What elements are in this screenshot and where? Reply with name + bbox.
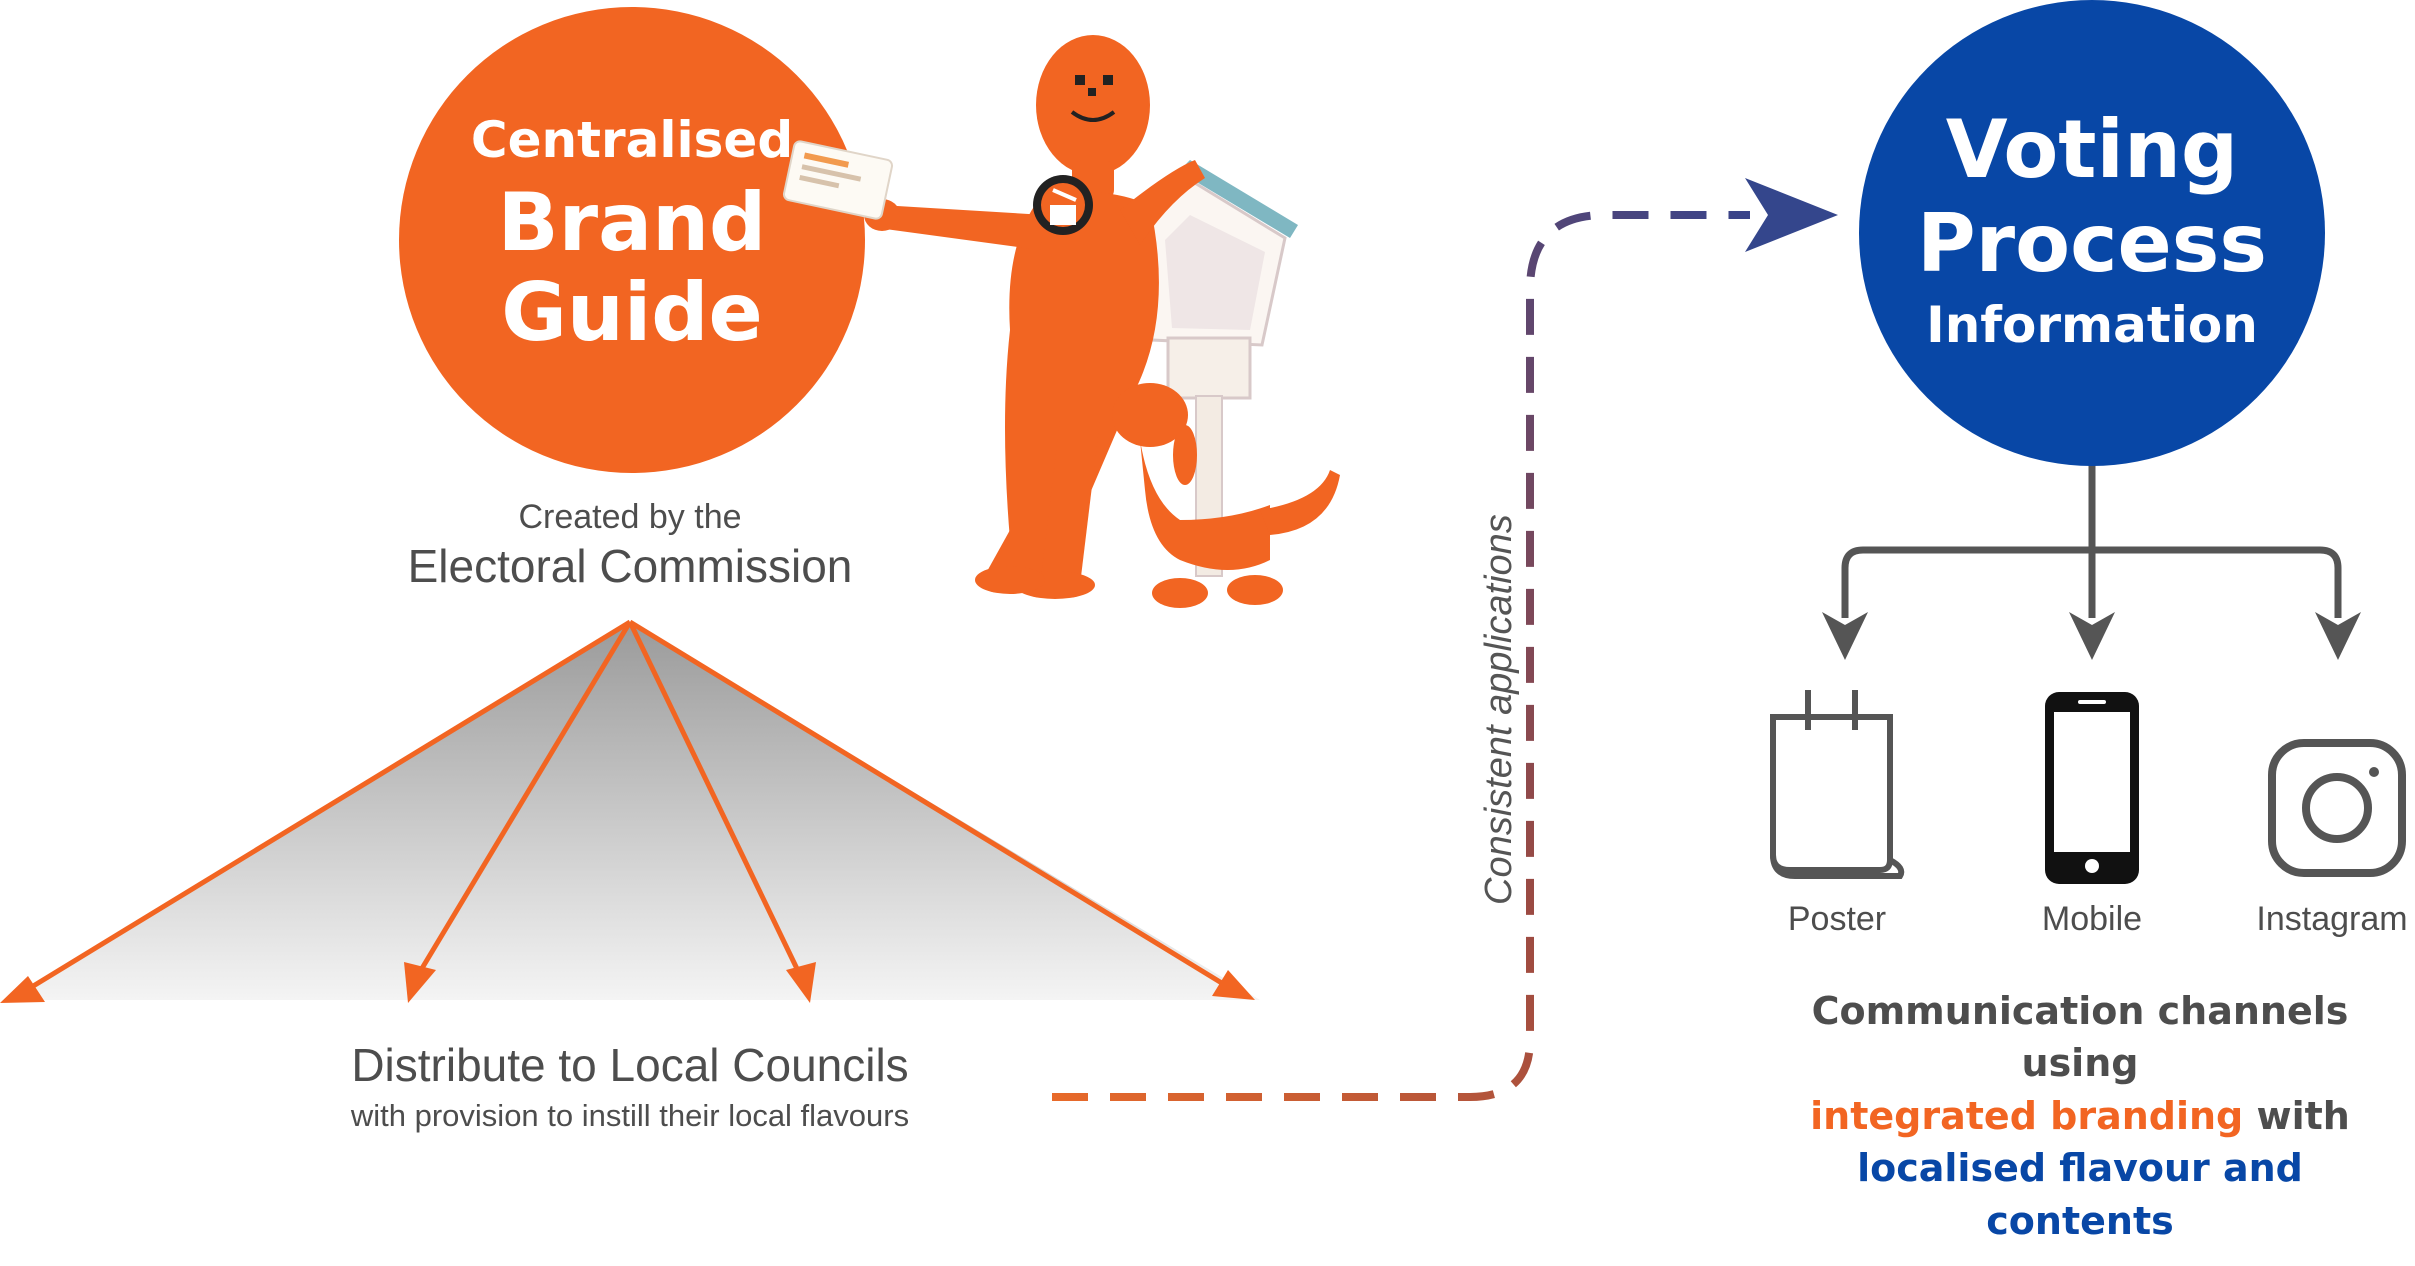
id-card: [782, 140, 894, 220]
summary-line2: integrated branding with: [1760, 1090, 2400, 1142]
channel-label-instagram: Instagram: [2256, 900, 2408, 938]
consistent-applications-connector: [1052, 211, 1750, 1101]
notepad-poster-icon: [1770, 690, 1905, 879]
connector-arrowhead: [1745, 178, 1838, 252]
instagram-icon: [2268, 739, 2406, 877]
brand-guide-line3: Guide: [501, 266, 763, 359]
voting-line1: Voting: [1945, 103, 2239, 196]
consistent-applications-label: Consistent applications: [1478, 514, 1520, 905]
brand-guide-circle: [399, 7, 865, 473]
smartphone-icon: [2045, 692, 2139, 884]
distribution-fan: [10, 622, 1260, 1000]
channel-arrowheads: [1822, 612, 2361, 660]
creator-caption: Created by the Electoral Commission: [330, 498, 930, 593]
voting-line2: Process: [1917, 197, 2267, 290]
channel-label-mobile: Mobile: [2041, 900, 2143, 938]
voting-info-title: Voting Process Information: [1892, 103, 2292, 354]
mascot-emblem: [1033, 175, 1093, 235]
distribution-caption: Distribute to Local Councils with provis…: [230, 1038, 1030, 1134]
mascot-face: [1070, 75, 1116, 122]
distribution-arrows: [0, 619, 1255, 1003]
distribution-line2: with provision to instill their local fl…: [350, 1098, 910, 1133]
summary-integrated-branding: integrated branding: [1810, 1093, 2244, 1138]
mascot-illustration: [782, 35, 1340, 608]
channel-tree-arrows: [1841, 465, 2342, 618]
distribution-line1: Distribute to Local Councils: [351, 1039, 909, 1091]
channel-label-poster: Poster: [1787, 900, 1887, 938]
summary-line3: localised flavour and contents: [1857, 1146, 2303, 1243]
brand-guide-line2: Brand: [497, 176, 767, 269]
creator-line1: Created by the: [518, 498, 742, 536]
mascot-body: [864, 35, 1340, 608]
voting-info-circle: [1859, 0, 2325, 466]
summary-line1: Communication channels using: [1811, 989, 2349, 1086]
brand-guide-line1: Centralised: [470, 111, 794, 169]
channel-summary: Communication channels using integrated …: [1760, 985, 2400, 1247]
brand-guide-title: Centralised Brand Guide: [432, 115, 832, 353]
voting-line3: Information: [1926, 296, 2258, 354]
summary-with: with: [2243, 1093, 2350, 1138]
creator-line2: Electoral Commission: [407, 540, 853, 592]
